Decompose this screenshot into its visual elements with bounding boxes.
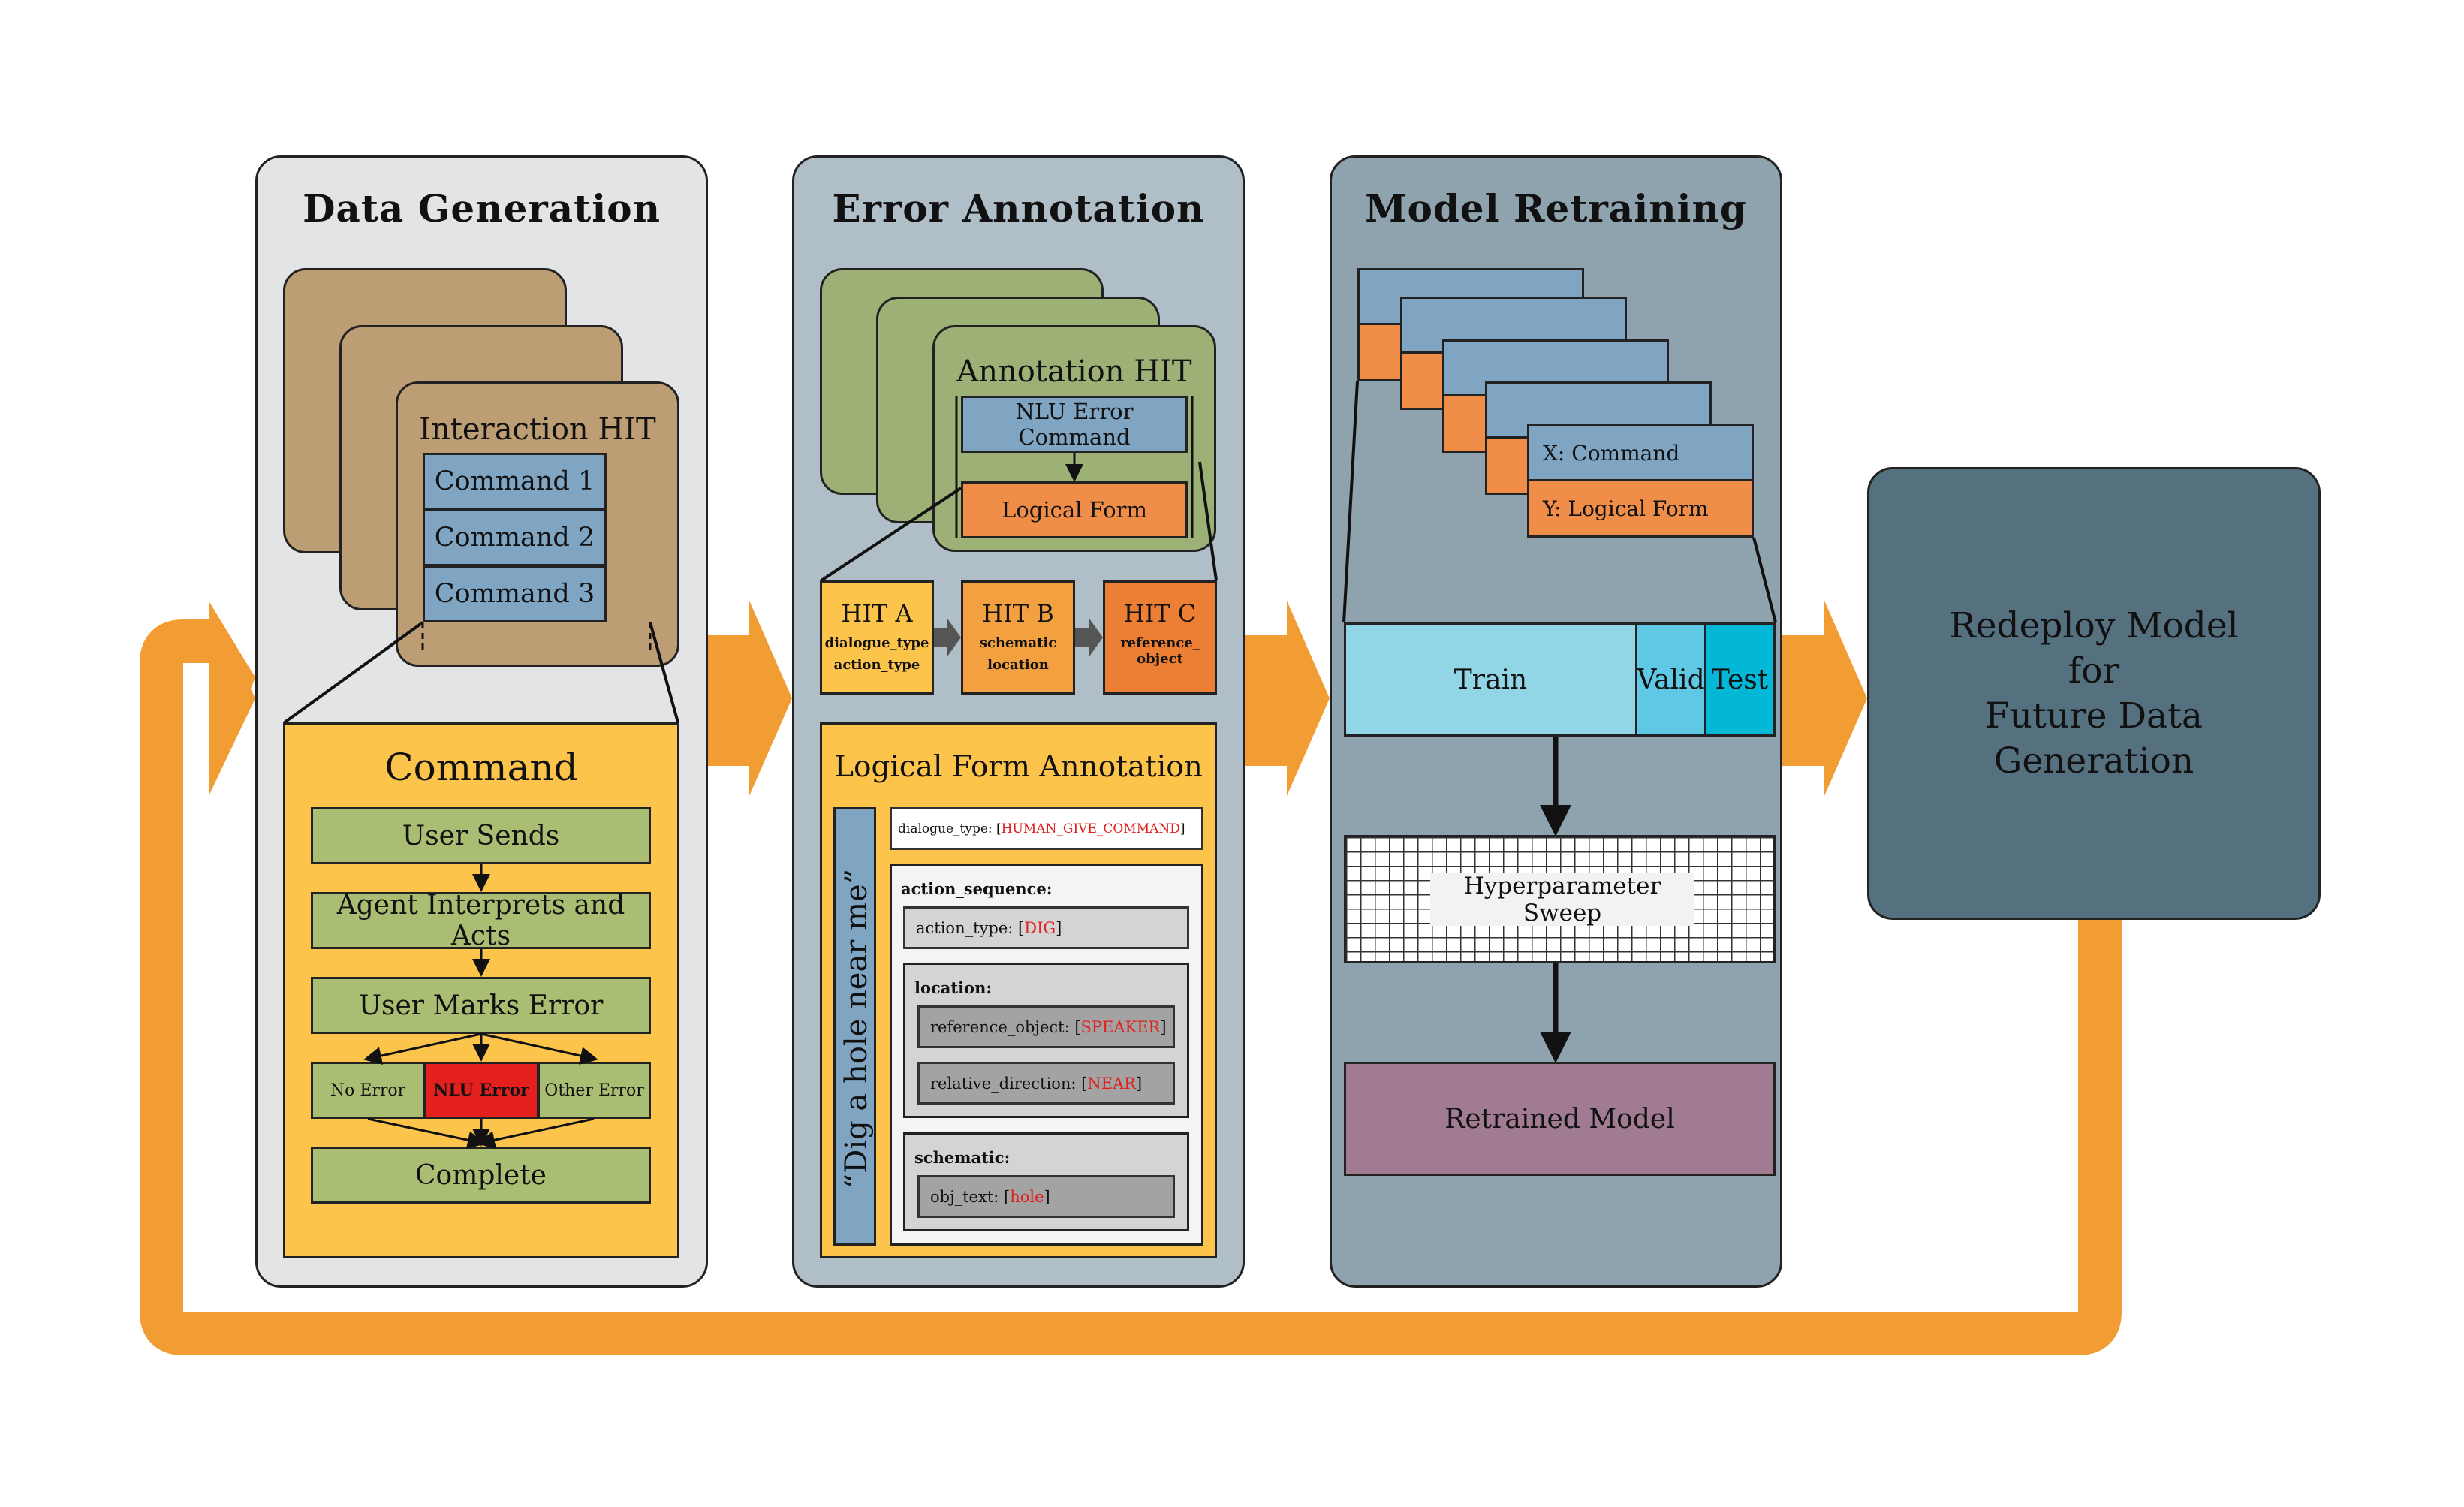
command-3-cell: Command 3 [423,565,607,622]
obj-text-row: obj_text: [hole] [917,1175,1175,1218]
obj-text-value: hole [1010,1187,1044,1206]
loop-arrowhead-tip [209,602,255,794]
hit-b-line1: schematic [979,635,1057,651]
command-2-cell: Command 2 [423,509,607,566]
hit-c-box: HIT C reference_ object [1103,580,1217,695]
merge-arrow-left [367,1117,486,1150]
zoom-line-right-2 [1198,461,1218,581]
redeploy-panel: Redeploy Model for Future Data Generatio… [1867,467,2321,920]
example-y-text: Y: Logical Form [1543,496,1709,521]
hit-a-title: HIT A [841,599,913,628]
hyperparameter-sweep-text: Hyperparameter Sweep [1463,873,1661,927]
zoom-line-left-1 [283,621,424,724]
redeploy-line-4: Generation [1993,740,2194,782]
redeploy-line-2: for [2068,650,2120,692]
action-type-value: DIG [1024,918,1056,937]
obj-text-close: ] [1044,1187,1050,1206]
command-1-cell: Command 1 [423,453,607,510]
hit-b-box: HIT B schematic location [961,580,1075,695]
hyperparameter-sweep-label: Hyperparameter Sweep [1430,873,1694,927]
nlu-error-command-cell: NLU Error Command [961,396,1188,453]
schematic-label: schematic: [914,1148,1011,1167]
location-label: location: [914,978,993,997]
reference-object-key: reference_object: [ [930,1017,1081,1036]
branch-arrow-left [363,1032,482,1065]
example-x-text: X: Command [1543,440,1680,466]
annotation-hit-title: Annotation HIT [956,354,1192,389]
option-nlu-error: NLU Error [423,1062,539,1119]
branch-arrow-right [480,1032,598,1065]
relative-direction-key: relative_direction: [ [930,1074,1088,1093]
retrained-model-box: Retrained Model [1344,1062,1776,1176]
annotation-bracket [955,396,1194,538]
option-other-error: Other Error [538,1062,651,1119]
feedback-loop-arrow [140,619,2122,1355]
hit-b-title: HIT B [982,599,1054,628]
hit-c-line2: object [1137,651,1183,667]
reference-object-value: SPEAKER [1080,1017,1161,1036]
obj-text-key: obj_text: [ [930,1187,1011,1206]
action-sequence-label: action_sequence: [901,879,1053,898]
logical-form-cell: Logical Form [961,481,1188,538]
split-train: Train [1344,622,1637,737]
step-agent-interprets: Agent Interprets and Acts [311,890,651,951]
split-valid: Valid [1635,622,1706,737]
action-type-row: action_type: [DIG] [903,906,1189,949]
hit-c-line1: reference_ [1120,635,1200,651]
dialogue-type-key: dialogue_type: [ [898,821,1002,836]
reference-object-row: reference_object: [SPEAKER] [917,1005,1175,1048]
dialogue-type-close: ] [1179,821,1185,836]
redeploy-line-1: Redeploy Model [1949,604,2239,647]
logical-form-annotation-title: Logical Form Annotation [834,750,1203,784]
relative-direction-value: NEAR [1087,1074,1136,1093]
data-generation-title: Data Generation [303,186,661,231]
reference-object-close: ] [1160,1017,1167,1036]
action-type-close: ] [1056,918,1062,937]
hit-c-title: HIT C [1123,599,1197,628]
redeploy-line-3: Future Data [1985,695,2203,737]
hit-b-to-c-arrow [1075,619,1103,656]
zoom-line-right-1 [649,622,679,723]
error-annotation-title: Error Annotation [832,186,1205,231]
hit-a-line1: dialogue_type [824,635,929,651]
hit-a-line2: action_type [833,657,920,673]
dialogue-type-row: dialogue_type: [HUMAN_GIVE_COMMAND] [890,807,1203,850]
step-user-marks-error: User Marks Error [311,977,651,1034]
arrow-2-3 [1241,601,1330,796]
zoom-line-left-3 [1342,381,1359,623]
zoom-line-right-3 [1752,537,1777,623]
arrow-1-2 [703,601,792,796]
example-card-front: X: Command Y: Logical Form [1527,424,1754,538]
action-type-key: action_type: [ [916,918,1025,937]
merge-arrow-right [477,1117,595,1149]
hit-a-to-b-arrow [934,619,961,656]
interaction-hit-title: Interaction HIT [419,412,656,447]
relative-direction-close: ] [1136,1074,1143,1093]
dialogue-type-value: HUMAN_GIVE_COMMAND [1001,821,1180,836]
zoom-line-left-2 [820,487,962,582]
split-test: Test [1704,622,1776,737]
hit-a-box: HIT A dialogue_type action_type [820,580,934,695]
arrow-3-4 [1779,601,1867,796]
utterance-strip: “Dig a hole near me” [833,807,876,1246]
hit-b-line2: location [987,657,1049,673]
step-user-sends: User Sends [311,807,651,864]
command-flow-title: Command [384,746,578,789]
model-retraining-title: Model Retraining [1365,186,1747,231]
example-y-cell: Y: Logical Form [1527,479,1754,538]
hyperparameter-sweep-box: Hyperparameter Sweep [1344,835,1776,963]
relative-direction-row: relative_direction: [NEAR] [917,1062,1175,1105]
